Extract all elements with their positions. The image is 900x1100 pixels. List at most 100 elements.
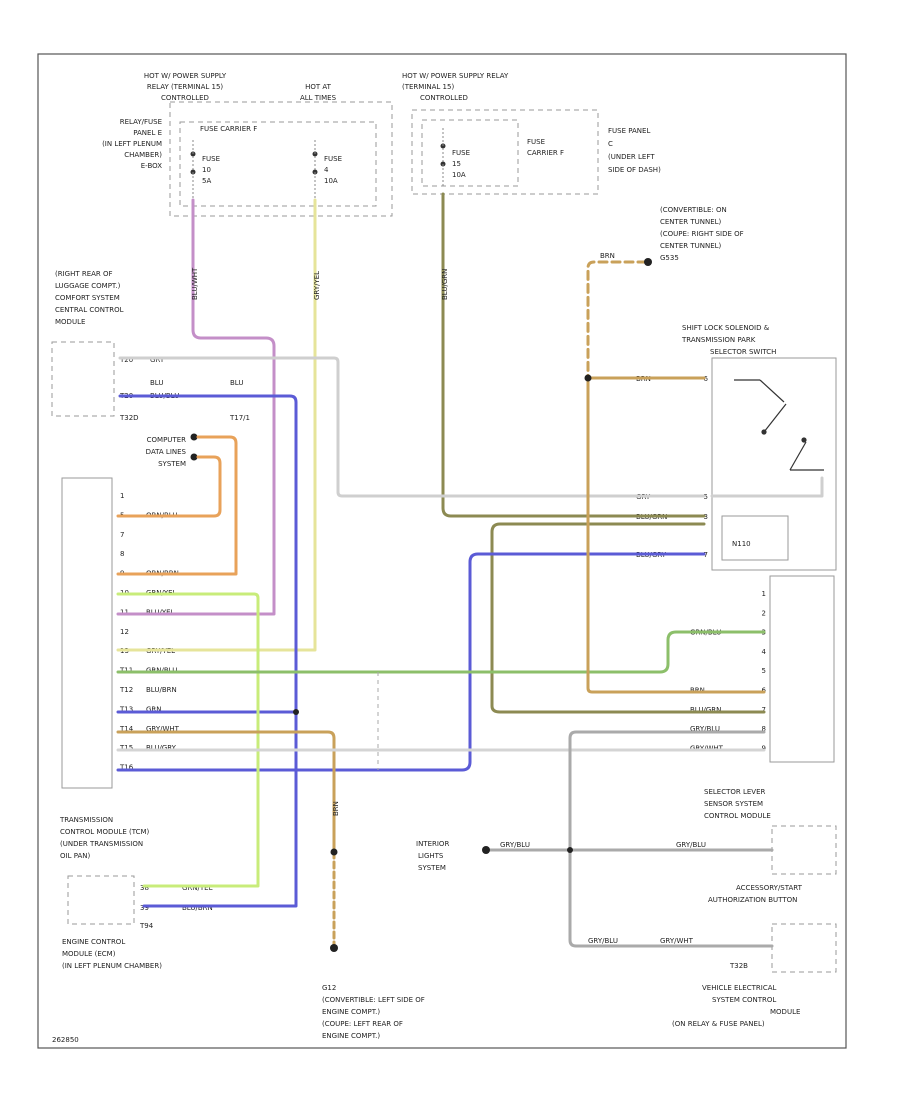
ground-line4: (COUPE: LEFT REAR OF	[322, 1020, 403, 1028]
fuse-b-line3: 10A	[324, 177, 338, 185]
tcm-line3: (UNDER TRANSMISSION	[60, 840, 143, 848]
selector-pin-6: 6	[762, 687, 767, 695]
shift-lock-inner-box	[721, 515, 789, 561]
splice-gray-blue	[567, 847, 573, 853]
tcm-pin-4: 8	[120, 550, 124, 558]
fuse-carrier-right-line1: FUSE	[527, 138, 545, 146]
interior-line3: SYSTEM	[418, 864, 446, 872]
ground-top-line4: CENTER TUNNEL)	[660, 242, 722, 250]
wire-orange-1	[116, 435, 238, 576]
accessory-label: ACCESSORY/START AUTHORIZATION BUTTON	[708, 884, 803, 904]
ground-top-wire-label: BRN	[600, 252, 615, 260]
selector-line2: SENSOR SYSTEM	[704, 800, 763, 808]
splice-tan	[584, 374, 592, 382]
tcm-pin-7: 11	[120, 608, 129, 616]
olive-wire-label: BLU/GRN	[441, 269, 449, 300]
selector-label: SELECTOR LEVER SENSOR SYSTEM CONTROL MOD…	[704, 788, 771, 820]
fuse-4: FUSE 4 10A	[312, 140, 342, 200]
selector-pin-5: 5	[762, 667, 766, 675]
header-power-left: HOT W/ POWER SUPPLY RELAY (TERMINAL 15) …	[144, 72, 337, 102]
comfort-pin-1: T20	[119, 356, 133, 364]
relay-fuse-line5: E-BOX	[141, 162, 162, 170]
ground-top-line2: CENTER TUNNEL)	[660, 218, 722, 226]
selector-module-box	[769, 575, 835, 763]
shift-pin-3: 3	[704, 513, 708, 521]
tcm-pin-15: T16	[119, 764, 134, 772]
selector-pin-4: 4	[762, 648, 767, 656]
tcm-pin-13: T14	[119, 725, 134, 733]
selector-pin-1: 1	[762, 590, 766, 598]
fuse-b-line1: FUSE	[324, 155, 342, 163]
shift-lock-line3: SELECTOR SWITCH	[710, 348, 776, 356]
ecm-line2: MODULE (ECM)	[62, 950, 116, 958]
ground-line5: ENGINE COMPT.)	[322, 1032, 380, 1040]
tcm-pin-1: 1	[120, 492, 124, 500]
fuse-carrier-left-box	[179, 121, 377, 207]
wire-olive-loop	[490, 522, 766, 714]
tcm-pin-8: 12	[120, 628, 129, 636]
accessory-line2: AUTHORIZATION BUTTON	[708, 896, 797, 904]
selector-line3: CONTROL MODULE	[704, 812, 771, 820]
selector-pin-7: 7	[762, 706, 766, 714]
fuse-panel-c-box	[411, 109, 599, 195]
fuse-a-line3: 5A	[202, 177, 211, 185]
wire-gray	[118, 356, 706, 498]
wire-blue-can	[118, 394, 298, 908]
data-lines-label: COMPUTER DATA LINES SYSTEM	[146, 436, 187, 468]
hot-power-left-line2: RELAY (TERMINAL 15)	[147, 83, 224, 91]
tcm-wire-13: GRY/WHT	[146, 725, 180, 733]
header-power-right: HOT W/ POWER SUPPLY RELAY (TERMINAL 15) …	[402, 72, 509, 102]
ecm-wire-2: BLU/BRN	[182, 904, 213, 912]
interior-wire-label: GRY/BLU	[500, 841, 530, 849]
accessory-line1: ACCESSORY/START	[736, 884, 803, 892]
yellow-wire-label: GRY/YEL	[313, 271, 321, 300]
comfort-line1: (RIGHT REAR OF	[55, 270, 113, 278]
fuse-c-line1: FUSE	[452, 149, 470, 157]
tcm-line2: CONTROL MODULE (TCM)	[60, 828, 150, 836]
ecm-connector: T94	[139, 922, 154, 930]
ground-g535-icon	[644, 258, 652, 266]
wire-yellow	[116, 198, 317, 652]
shift-lock-line1: SHIFT LOCK SOLENOID &	[682, 324, 770, 332]
relay-fuse-line1: RELAY/FUSE	[120, 118, 162, 126]
ecm-line3: (IN LEFT PLENUM CHAMBER)	[62, 962, 162, 970]
accessory-button-box	[771, 825, 837, 875]
hot-power-right-line3: CONTROLLED	[420, 94, 468, 102]
fuse-carrier-right-box	[421, 119, 519, 187]
tcm-wire-14: BLU/GRY	[146, 744, 177, 752]
tcm-line4: OIL PAN)	[60, 852, 90, 860]
vehicle-wire-label: GRY/WHT	[660, 937, 694, 945]
ground-top-line5: G535	[660, 254, 679, 262]
selector-pin-8: 8	[762, 725, 766, 733]
tcm-line1: TRANSMISSION	[59, 816, 113, 824]
shift-pin-4: 7	[704, 551, 708, 559]
data-line-node-1	[190, 433, 198, 441]
selector-wire-7: BLU/GRN	[690, 706, 721, 714]
data-lines-line3: SYSTEM	[158, 460, 186, 468]
gray-blue-mid-label: GRY/BLU	[588, 937, 618, 945]
interior-lights-node	[482, 846, 490, 854]
fuse-carrier-left-label: FUSE CARRIER F	[200, 125, 257, 133]
ground-top-label: (CONVERTIBLE: ON CENTER TUNNEL) (COUPE: …	[660, 206, 744, 262]
selector-pin-9: 9	[762, 744, 766, 752]
shift-pin-1: 6	[704, 375, 709, 383]
pink-wire-label: BLU/WHT	[191, 267, 199, 300]
vehicle-line2: SYSTEM CONTROL	[712, 996, 776, 1004]
tcm-wire-11: BLU/BRN	[146, 686, 177, 694]
fuse-panel-right-line4: SIDE OF DASH)	[608, 166, 661, 174]
splice-blue	[293, 709, 299, 715]
diagram-frame	[37, 53, 847, 1049]
fuse-c-line2: 15	[452, 160, 461, 168]
vehicle-connector: T32B	[729, 962, 748, 970]
accessory-wire-label: GRY/BLU	[676, 841, 706, 849]
shift-lock-line2: TRANSMISSION PARK	[681, 336, 756, 344]
data-lines-line2: DATA LINES	[146, 448, 187, 456]
interior-lights-label: INTERIOR LIGHTS SYSTEM	[416, 840, 449, 872]
comfort-module-label: (RIGHT REAR OF LUGGAGE COMPT.) COMFORT S…	[55, 270, 124, 326]
comfort-line5: MODULE	[55, 318, 85, 326]
t32d-connector: T32D	[119, 414, 139, 422]
interior-line2: LIGHTS	[418, 852, 444, 860]
wire-pink	[116, 198, 276, 616]
